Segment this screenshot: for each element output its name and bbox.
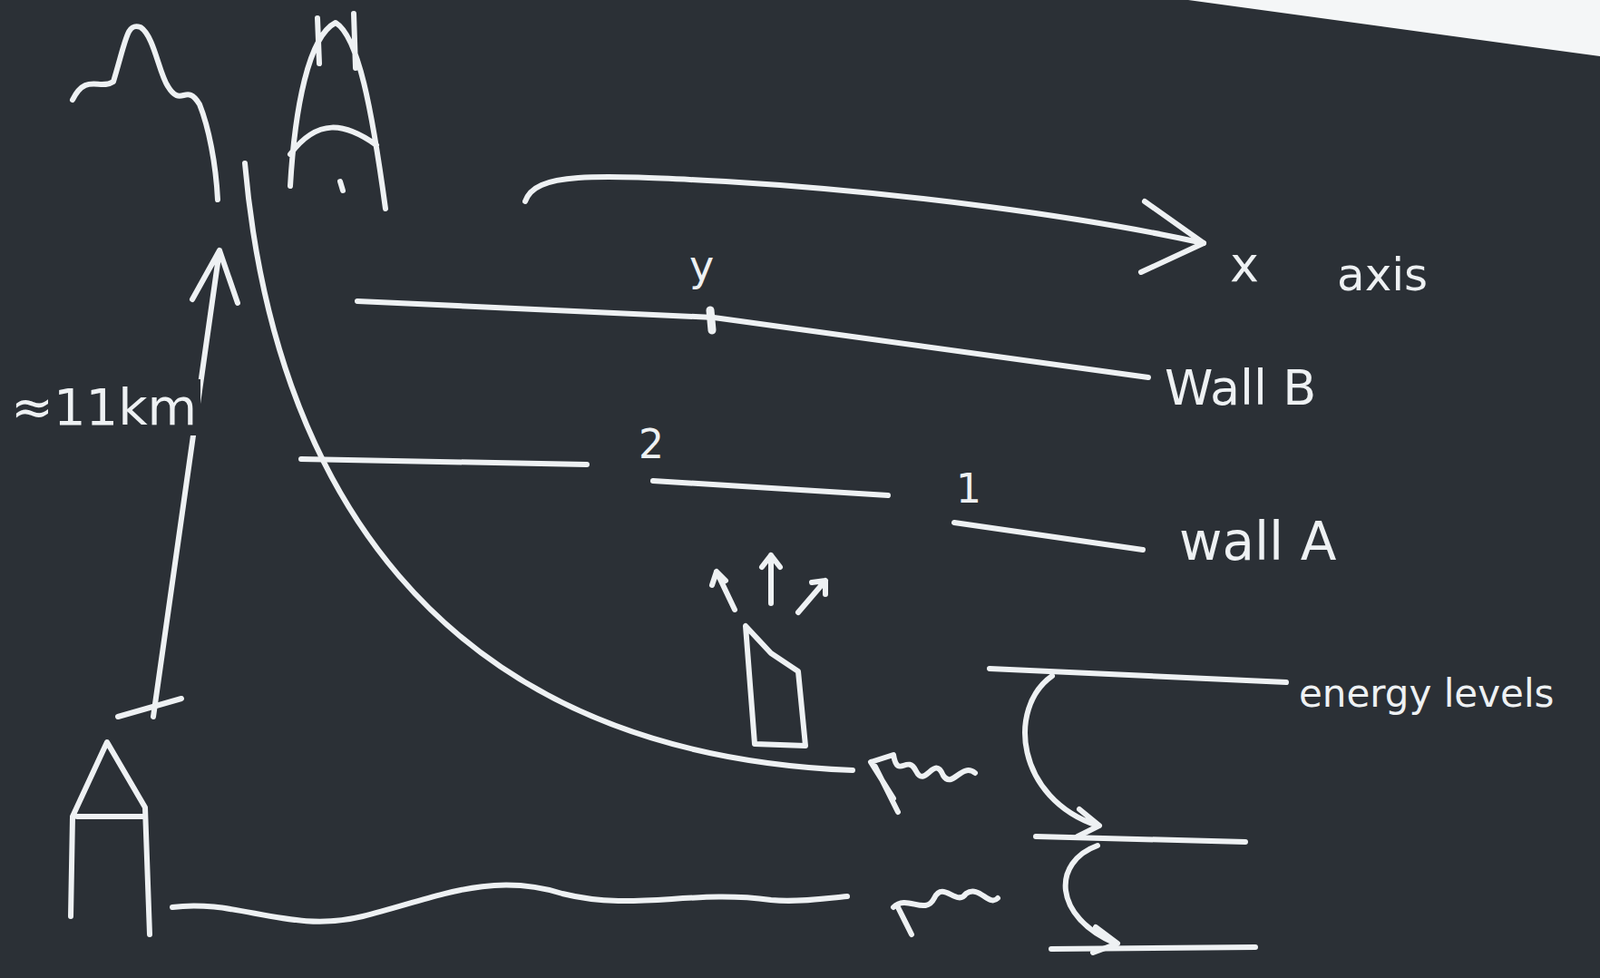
x-axis-arrow [525,176,1204,244]
mountain-sketch [72,26,218,200]
wall-b-line [357,301,1149,378]
axis-name: axis [1333,250,1432,301]
height-dimension: ≈11km [7,379,201,436]
wall-name: wall A [1175,513,1340,572]
transition-arrow [1024,675,1100,837]
arrowhead [1141,201,1204,273]
tower-sketch [70,698,182,935]
height-arrow [153,250,238,717]
axis-name: x [1226,237,1263,292]
y-tick [710,310,713,331]
wave-symbol [893,891,998,935]
axis-name: y [685,243,718,290]
transition-arrow [1065,845,1118,953]
peak-sketch [290,13,386,209]
callout-number: 2 [634,422,668,467]
ground-line [172,884,848,921]
energy-level-line [1035,836,1246,842]
source-box [745,625,806,746]
note-text: energy levels [1295,673,1558,715]
wall-a-line [954,522,1143,550]
wall-name: Wall B [1160,360,1320,415]
emission-arrows [712,555,826,613]
wall-a-line [653,480,888,496]
energy-level-line [1051,946,1256,949]
density-curve [244,163,853,771]
chalk-tray [1188,0,1600,57]
wall-a-line [301,458,587,465]
wave-symbol [870,754,976,812]
callout-number: 1 [952,467,986,511]
energy-level-line [989,668,1287,683]
